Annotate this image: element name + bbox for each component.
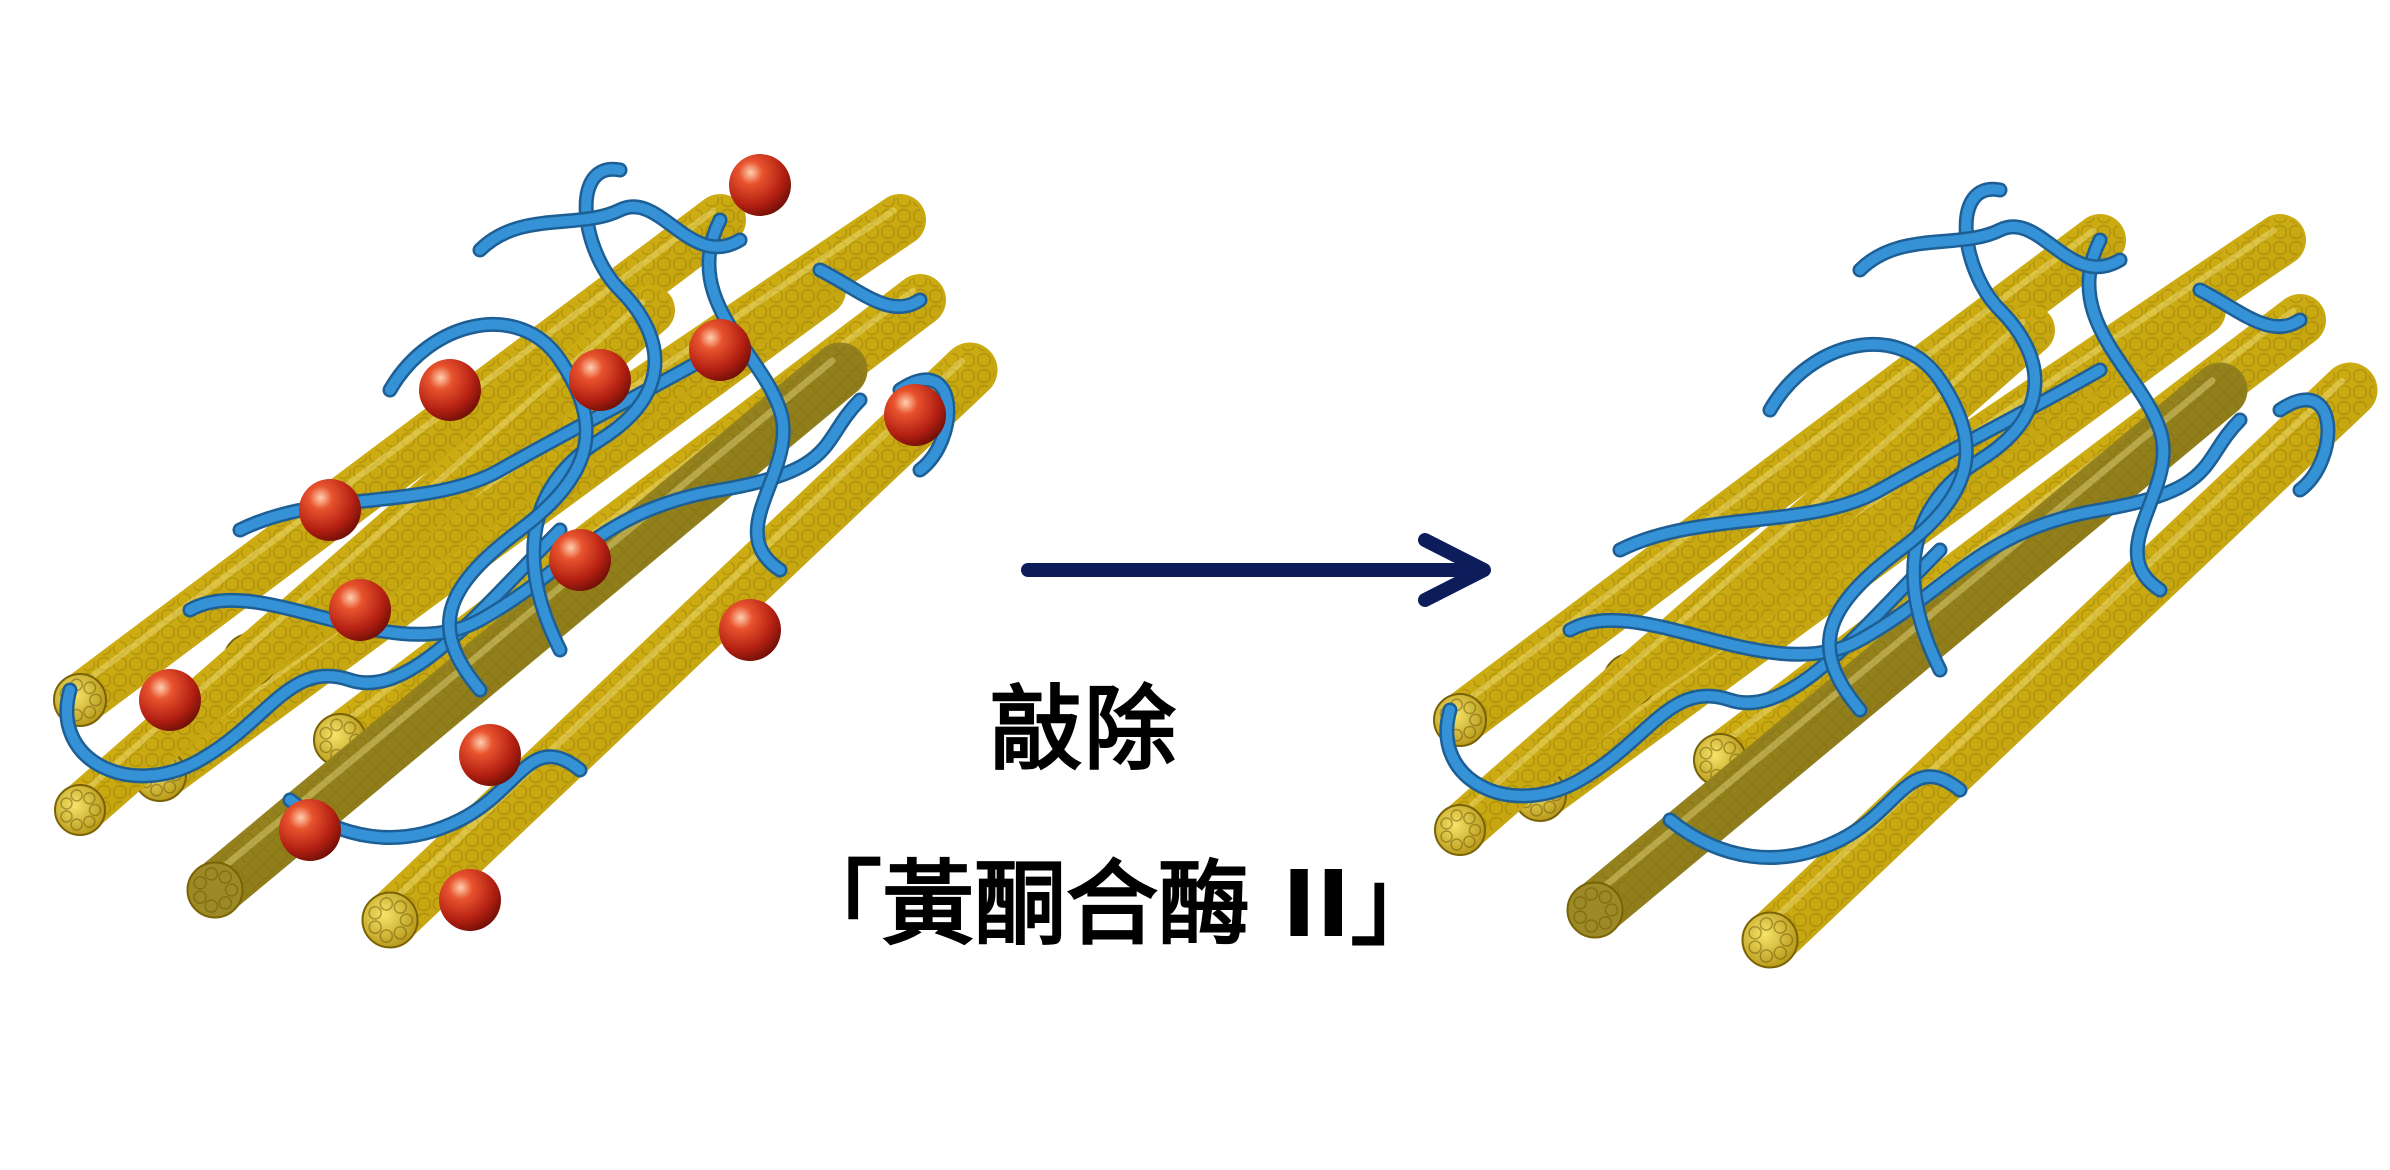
red-sphere bbox=[329, 579, 391, 641]
red-sphere bbox=[459, 724, 521, 786]
blue-strand-8 bbox=[895, 375, 953, 475]
blue-strand-9 bbox=[1855, 221, 2125, 275]
red-sphere bbox=[279, 799, 341, 861]
red-sphere bbox=[139, 669, 201, 731]
blue-strand-5 bbox=[703, 215, 789, 575]
rod-5 bbox=[1566, 362, 2248, 939]
red-sphere bbox=[729, 154, 791, 216]
rod-1 bbox=[53, 194, 746, 727]
blue-strand-3 bbox=[1565, 415, 2245, 660]
rod-6 bbox=[1741, 362, 2378, 969]
blue-strand-6 bbox=[385, 319, 592, 695]
red-sphere bbox=[569, 349, 631, 411]
red-sphere bbox=[439, 869, 501, 931]
blue-strand-5 bbox=[2083, 235, 2169, 595]
red-sphere bbox=[549, 529, 611, 591]
red-sphere bbox=[419, 359, 481, 421]
red-sphere bbox=[719, 599, 781, 661]
blue-strand-8 bbox=[2275, 395, 2333, 495]
rod-6 bbox=[361, 342, 998, 949]
blue-strand-7 bbox=[1665, 771, 1965, 863]
red-sphere bbox=[884, 384, 946, 446]
bundle-after bbox=[1433, 181, 2378, 969]
blue-strand-10 bbox=[2195, 285, 2305, 332]
process-arrow bbox=[1021, 533, 1491, 607]
blue-strand-9 bbox=[475, 201, 745, 255]
rod-7 bbox=[1434, 305, 2055, 856]
blue-strand-6 bbox=[1765, 339, 1972, 715]
target-gene-label: 「黃酮合酶 II」 bbox=[790, 851, 1443, 958]
blue-strand-10 bbox=[815, 265, 925, 312]
red-sphere bbox=[299, 479, 361, 541]
bundle-before bbox=[53, 154, 998, 949]
red-sphere bbox=[689, 319, 751, 381]
action-label: 敲除 bbox=[990, 676, 1179, 783]
